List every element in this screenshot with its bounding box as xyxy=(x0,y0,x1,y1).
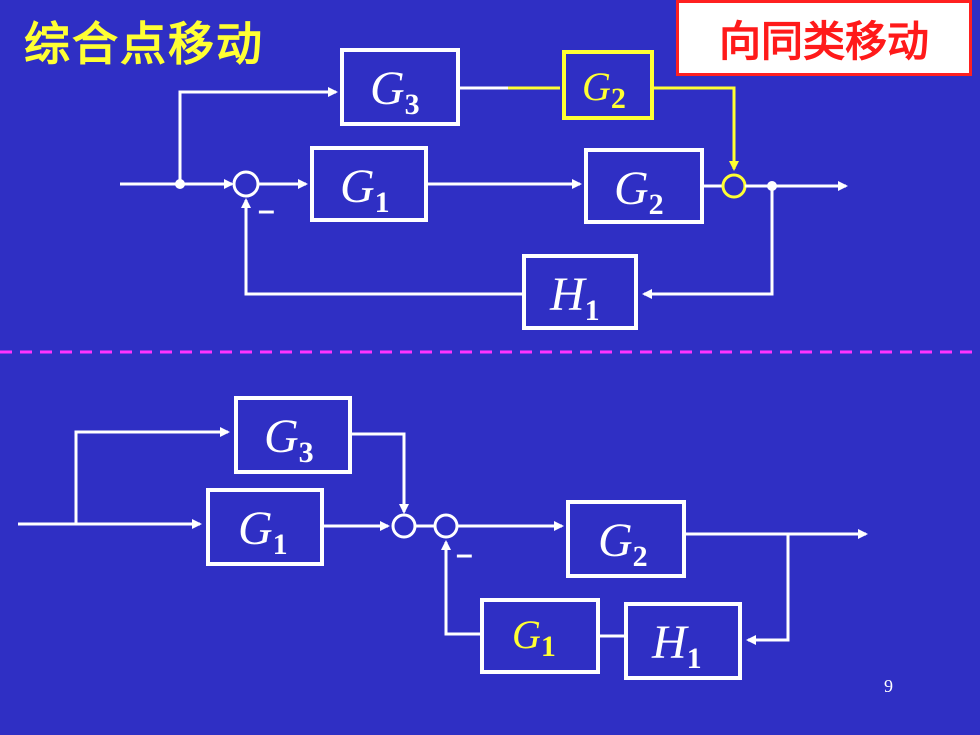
bottom-block-g1-feedback xyxy=(480,598,600,674)
top-minus-sign: – xyxy=(258,194,275,227)
bottom-sum-junction-1 xyxy=(391,513,417,539)
top-g2moved-to-sum-line xyxy=(652,86,739,171)
top-block-g2-moved xyxy=(562,50,654,120)
top-diagram: – G1 G2 H1 G3 G2 xyxy=(120,48,848,330)
top-block-g3-label: G3 xyxy=(370,62,420,121)
bottom-feedback-return-line xyxy=(441,540,482,636)
top-block-g2-moved-label: G2 xyxy=(582,64,626,115)
bottom-block-g3-label: G3 xyxy=(264,410,314,469)
bottom-minus-sign: – xyxy=(456,538,473,571)
bottom-block-g1-label: G1 xyxy=(238,502,288,561)
top-feedback-to-h1-line xyxy=(642,186,774,299)
move-direction-badge: 向同类移动 xyxy=(676,0,972,76)
bottom-block-g1-feedback-label: G1 xyxy=(512,612,556,663)
bottom-g3-to-sum-line xyxy=(350,432,409,514)
bottom-sum-junction-2 xyxy=(433,513,459,539)
badge-text: 向同类移动 xyxy=(718,16,929,66)
bottom-block-h1 xyxy=(624,602,742,680)
bottom-block-g2-label: G2 xyxy=(598,514,648,573)
bottom-block-h1-label: H1 xyxy=(651,616,702,675)
page-number: 9 xyxy=(884,676,893,696)
top-feedback-return-line xyxy=(241,198,524,296)
slide-title: 综合点移动 xyxy=(24,17,264,71)
top-block-h1 xyxy=(522,254,638,330)
bottom-block-g2 xyxy=(566,500,686,578)
top-sum-junction-1 xyxy=(232,170,260,198)
top-g3-branch-line xyxy=(178,87,338,184)
top-block-g1-label: G1 xyxy=(340,160,390,219)
top-block-g2-label: G2 xyxy=(614,162,664,221)
top-block-h1-label: H1 xyxy=(549,268,600,327)
bottom-feedback-to-h1-line xyxy=(746,534,790,645)
bottom-diagram: G3 G1 – G2 H1 G1 xyxy=(18,396,868,680)
top-sum-junction-2 xyxy=(721,173,747,199)
bottom-g3-branch-line xyxy=(74,427,230,524)
